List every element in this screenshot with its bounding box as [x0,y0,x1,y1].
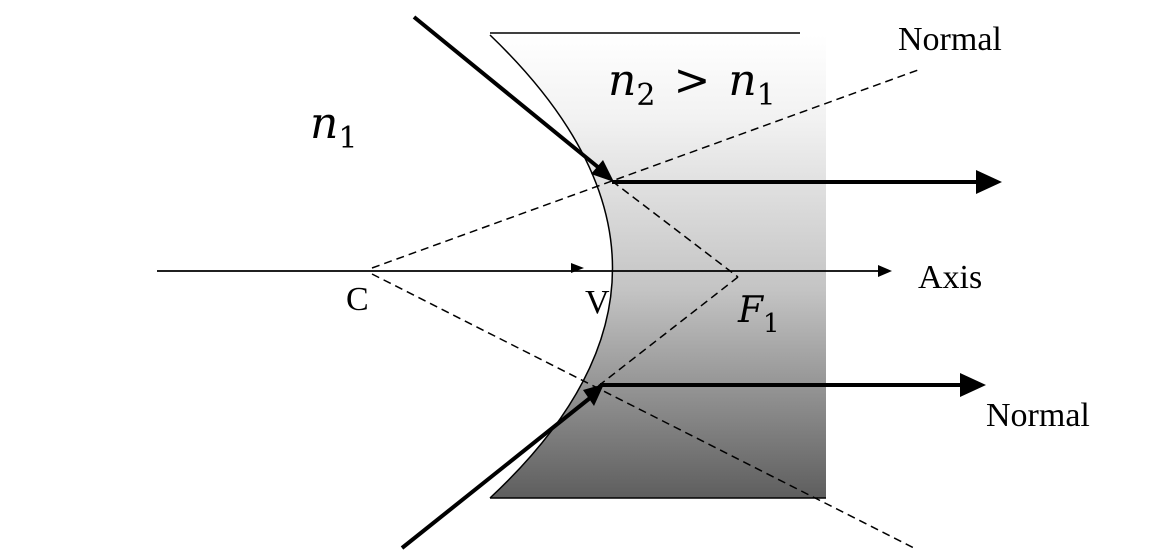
label-center-c: C [346,281,369,318]
incident-ray-top [412,15,606,174]
label-focus-f1: F1 [737,290,780,339]
refracted-ray-top-arrowhead [976,170,1002,194]
concave-surface [489,34,614,499]
label-vertex-v: V [585,284,610,321]
label-n2-gt-n1: n2>n1 [608,55,776,113]
normal-bottom-line [371,273,915,549]
incident-ray-bottom-arrowhead [583,384,604,406]
axis-arrowhead [878,265,892,277]
focal-line-top [611,180,739,278]
focal-line-bottom [596,276,739,388]
label-n1: n1 [310,98,357,156]
incident-ray-bottom [400,396,592,550]
label-axis: Axis [918,259,982,296]
normal-top-line [371,69,919,269]
label-normal-top: Normal [898,21,1002,58]
refracted-ray-bottom-arrowhead [960,373,986,397]
label-normal-bottom: Normal [986,397,1090,434]
axis-mid-arrowhead [571,263,584,273]
incident-ray-top-arrowhead [591,160,614,182]
medium-n2-region [490,35,826,498]
